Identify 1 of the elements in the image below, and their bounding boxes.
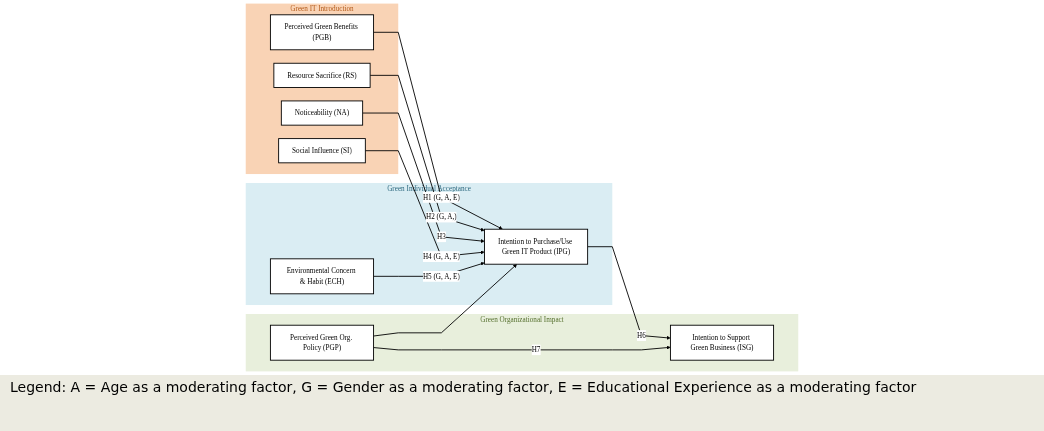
legend-note: Legend: A = Age as a moderating factor, G = Gender as a moderating factor, E = Educational Experience as a moderating factor (10, 379, 918, 395)
